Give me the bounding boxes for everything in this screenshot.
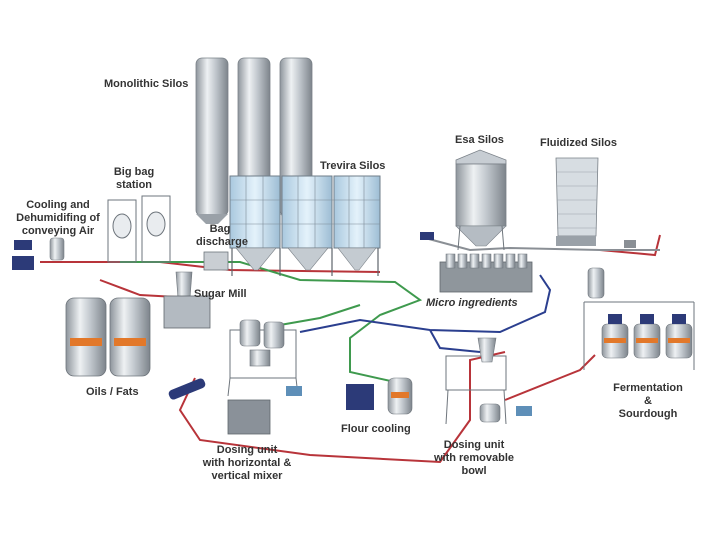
trevira-silos-group (229, 175, 381, 276)
label-big-bag-station: Big bag station (113, 166, 155, 191)
trevira-silo-3 (333, 175, 381, 249)
monolithic-silo-1 (195, 57, 229, 217)
esa-silo (455, 149, 507, 251)
micro-ingredients-unit (439, 253, 533, 293)
label-cooling-dehumidifying: Cooling and Dehumidifing of conveying Ai… (16, 199, 100, 237)
big-bag-station (107, 195, 171, 263)
dosing-unit-bowl (445, 337, 532, 425)
oil-tank-2 (109, 297, 151, 377)
grey-pipe-line (424, 237, 660, 252)
blower-esa (420, 232, 434, 240)
red-pipe-dosing-line (178, 351, 506, 464)
dosing-unit-mixer (227, 319, 302, 435)
label-flour-cooling: Flour cooling (341, 423, 411, 435)
label-esa-silos: Esa Silos (455, 134, 504, 146)
blue-pipe-line (299, 274, 552, 353)
trevira-silo-1 (229, 175, 281, 249)
flour-cooling-unit (346, 377, 413, 415)
label-sugar-mill: Sugar Mill (194, 288, 247, 300)
fluidized-silo (555, 157, 599, 246)
air-cooling-unit (12, 237, 65, 270)
blower-fluidized (624, 240, 636, 248)
label-fermentation-sourdough: Fermentation & Sourdough (613, 382, 683, 420)
label-micro-ingredients: Micro ingredients (426, 297, 518, 309)
fermentation-tanks (583, 267, 695, 370)
label-dosing-unit-bowl: Dosing unit with removable bowl (433, 439, 515, 477)
label-bag-discharge: Bag discharge (196, 223, 248, 248)
label-dosing-unit-mixer: Dosing unit with horizontal & vertical m… (202, 444, 292, 482)
oils-fats-tanks (65, 297, 151, 377)
label-fluidized-silos: Fluidized Silos (540, 137, 618, 149)
bag-discharge-unit (203, 251, 229, 271)
oil-tank-1 (65, 297, 107, 377)
oil-pump (168, 378, 206, 400)
trevira-silo-2 (281, 175, 333, 249)
red-pipe-fermentation-line (504, 234, 661, 401)
label-trevira-silos: Trevira Silos (320, 160, 386, 172)
label-oils-fats: Oils / Fats (86, 386, 139, 398)
sugar-mill (163, 271, 211, 329)
label-monolithic-silos: Monolithic Silos (104, 78, 189, 90)
